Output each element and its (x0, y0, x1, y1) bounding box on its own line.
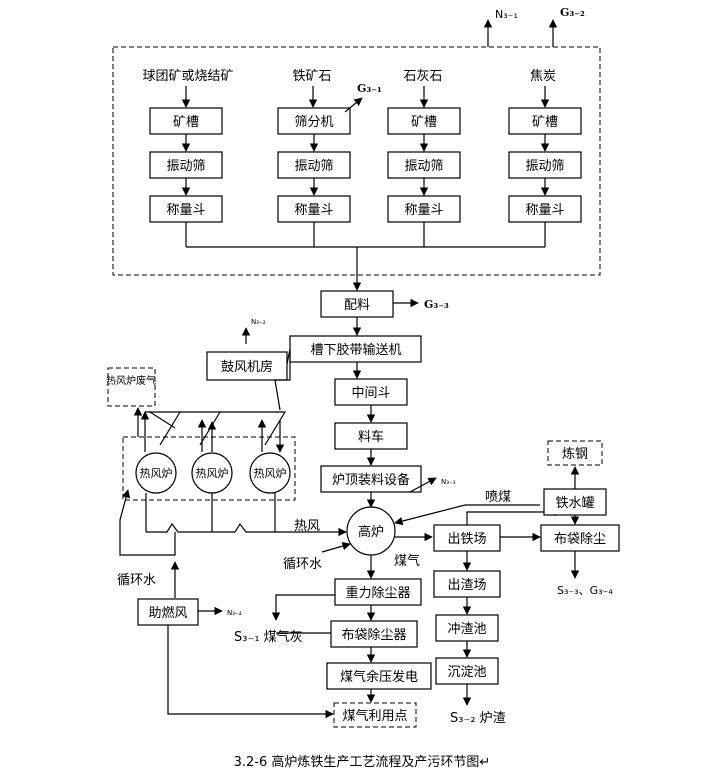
col1-weigh-hopper (149, 195, 223, 223)
bag-dust-emission-label: S₃₋₃、G₃₋₄ (557, 584, 613, 597)
emission-n32: N₃₋₂ (251, 318, 266, 326)
circ-water-right: 循环水 (283, 557, 322, 572)
emission-g32: G₃₋₂ (560, 6, 585, 19)
raw-material-iron-ore: 铁矿石 (292, 69, 331, 84)
trt-box (326, 662, 432, 690)
col3-weigh-hopper (387, 195, 461, 223)
stove-exhaust-box (107, 367, 156, 407)
col4-ore-bin-label: 矿槽 (532, 115, 558, 130)
circ-water-left: 循环水 (117, 573, 156, 588)
col3-vibrating-screen (387, 151, 461, 179)
raw-material-coke: 焦炭 (530, 69, 556, 84)
bag-filter-label: 布袋除尘器 (341, 628, 406, 643)
gas-label: 煤气 (394, 553, 420, 569)
col1-vibrating-screen-label: 振动筛 (166, 159, 205, 174)
conveyor-label: 槽下胶带输送机 (310, 342, 401, 358)
slag-flushing-label: 冲渣池 (447, 622, 486, 637)
hot-stove-3-label: 热风炉 (254, 467, 287, 480)
gravity-dust-collector-box (334, 578, 422, 606)
raw-material-enclosure (112, 46, 601, 276)
tapping-yard-label: 出铁场 (447, 532, 486, 547)
combustion-fan-label: 助燃风 (148, 605, 187, 621)
raw-material-limestone: 石灰石 (403, 69, 442, 84)
gravity-dust-collector-label: 重力除尘器 (345, 585, 410, 601)
blower-room-label: 鼓风机房 (221, 359, 273, 375)
hot-stove-enclosure (122, 436, 296, 501)
gas-use-point-label: 煤气利用点 (342, 708, 407, 724)
emission-g33: G₃₋₃ (424, 298, 449, 311)
bag-dust-removal-box (540, 524, 620, 552)
settling-pond-box (435, 657, 499, 685)
col2-weigh-hopper-label: 称量斗 (294, 203, 333, 218)
col1-ore-bin-label: 矿槽 (173, 115, 199, 130)
conveyor-box (289, 335, 422, 363)
slag-flushing-box (435, 614, 499, 642)
figure-caption: 3.2-6 高炉炼铁生产工艺流程及产污环节图↵ (234, 754, 491, 770)
combustion-fan-box (137, 598, 199, 626)
intermediate-hopper-label: 中间斗 (351, 386, 390, 401)
steelmaking-label: 炼钢 (562, 447, 588, 462)
hot-stove-2-label: 热风炉 (196, 467, 229, 480)
slag-label: S₃₋₂ 炉渣 (450, 711, 506, 726)
coal-injection-label: 喷煤 (485, 490, 511, 505)
emission-n31: N₃₋₁ (495, 8, 518, 21)
col1-weigh-hopper-label: 称量斗 (166, 203, 205, 218)
col3-weigh-hopper-label: 称量斗 (404, 203, 443, 218)
emission-g31: G₃₋₁ (357, 82, 382, 95)
emission-n33: N₃₋₃ (441, 478, 456, 486)
col2-screening-machine-label: 筛分机 (294, 115, 333, 130)
col2-vibrating-screen-label: 振动筛 (294, 159, 333, 174)
raw-material-pellet: 球团矿或烧结矿 (142, 69, 233, 84)
tapping-yard-box (433, 524, 501, 552)
batching-label: 配料 (344, 298, 370, 313)
col3-ore-bin-label: 矿槽 (411, 115, 437, 130)
gas-dust-label: S₃₋₁ 煤气灰 (234, 629, 303, 645)
slag-yard-label: 出渣场 (447, 578, 486, 593)
col4-weigh-hopper-label: 称量斗 (525, 203, 564, 218)
hot-air-label: 热风 (294, 519, 320, 534)
hot-stove-1 (135, 452, 177, 494)
col4-weigh-hopper (508, 195, 582, 223)
hot-stove-1-label: 热风炉 (140, 467, 173, 480)
skip-car-label: 料车 (358, 429, 384, 445)
steelmaking-box (547, 440, 603, 466)
bag-filter-box (330, 620, 418, 648)
skip-car-box (334, 422, 408, 450)
trt-label: 煤气余压发电 (340, 669, 418, 685)
top-charging-box (320, 465, 422, 493)
bag-dust-removal-label: 布袋除尘 (554, 532, 606, 547)
col3-vibrating-screen-label: 振动筛 (404, 159, 443, 174)
top-charging-label: 炉顶装料设备 (332, 472, 410, 488)
stove-exhaust-label: 热风炉废气 (106, 374, 156, 387)
blower-room-box (206, 351, 288, 381)
settling-pond-label: 沉淀池 (447, 665, 486, 680)
ladle-label: 铁水罐 (555, 496, 594, 511)
col1-ore-bin (149, 107, 223, 135)
hot-stove-3 (249, 452, 291, 494)
gas-use-point-box (333, 702, 417, 728)
col3-ore-bin (387, 107, 461, 135)
col4-vibrating-screen (508, 151, 582, 179)
blast-furnace-label: 高炉 (358, 524, 384, 540)
emission-n34: N₃₋₄ (227, 609, 242, 617)
col4-vibrating-screen-label: 振动筛 (525, 159, 564, 174)
